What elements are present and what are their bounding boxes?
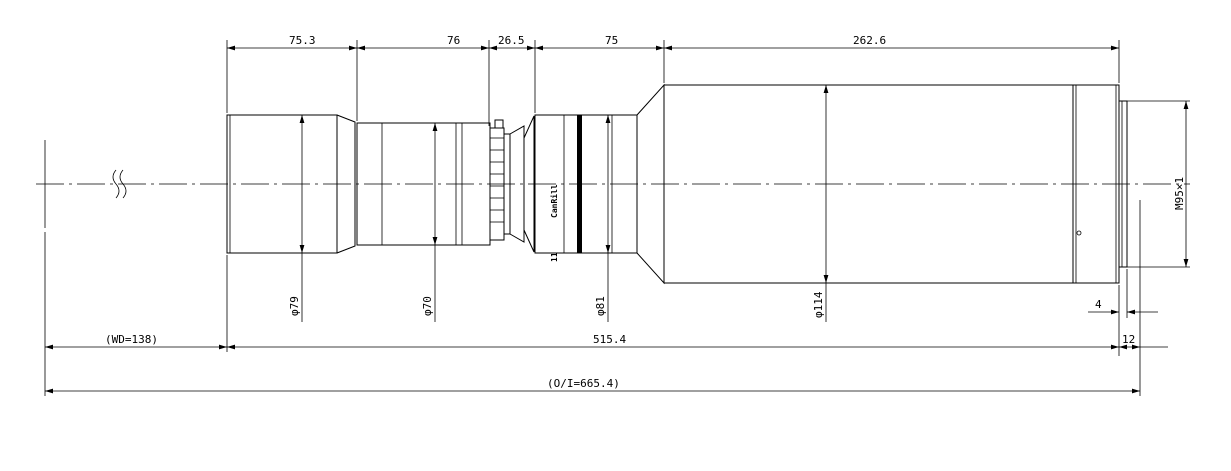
brand-engraving: CanRill — [549, 184, 559, 218]
middle-body — [534, 114, 638, 254]
front-barrel — [226, 114, 338, 254]
dim-26-5: 26.5 — [498, 34, 525, 47]
bottom-dimensions: (WD=138) 515.4 (O/I=665.4) — [44, 232, 1168, 396]
diameter-dimensions: φ79 φ70 φ81 φ114 M95×1 — [288, 85, 1189, 322]
dim-wd-138: (WD=138) — [105, 333, 158, 346]
dim-4: 4 — [1095, 298, 1102, 311]
dim-75-3: 75.3 — [289, 34, 316, 47]
front-taper — [336, 114, 356, 254]
dim-phi114: φ114 — [812, 291, 825, 318]
top-dimensions: 75.3 76 26.5 75 262.6 — [226, 34, 1120, 126]
rear-small-dimensions: 4 12 — [1088, 200, 1158, 396]
mount-collar — [503, 133, 511, 235]
dim-76: 76 — [447, 34, 460, 47]
dim-phi79: φ79 — [288, 296, 301, 316]
screw-hole — [1076, 230, 1082, 236]
knurled-ring — [489, 119, 505, 241]
dim-phi70: φ70 — [421, 296, 434, 316]
black-ring — [577, 115, 582, 253]
dim-75: 75 — [605, 34, 618, 47]
dim-262-6: 262.6 — [853, 34, 886, 47]
dim-oi-665-4: (O/I=665.4) — [547, 377, 620, 390]
optical-axis — [36, 140, 1190, 228]
dim-thread-m95: M95×1 — [1173, 177, 1186, 210]
dim-12: 12 — [1122, 333, 1135, 346]
rear-thread — [1118, 100, 1128, 268]
dim-phi81: φ81 — [594, 296, 607, 316]
engraving-side-mark: 11 — [550, 252, 559, 262]
lens-body — [226, 83, 1190, 285]
dim-515-4: 515.4 — [593, 333, 626, 346]
mount-neck — [509, 125, 525, 243]
lens-engraving: CanRill 11 — [549, 184, 559, 262]
